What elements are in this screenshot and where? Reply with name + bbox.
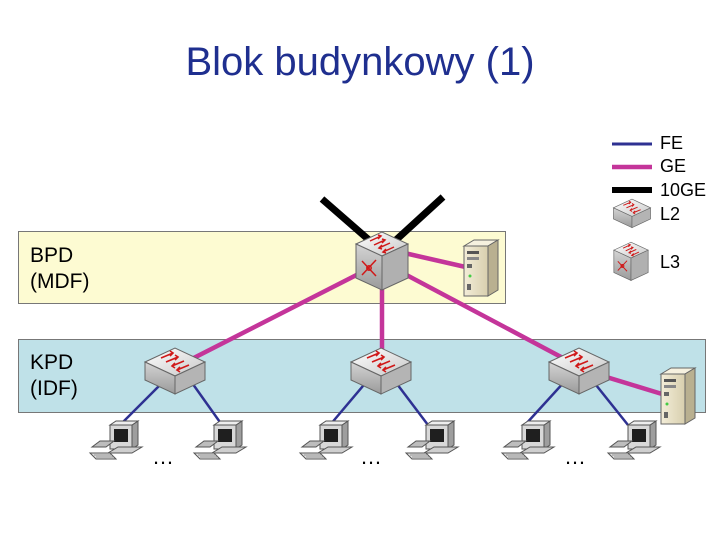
legend <box>612 142 652 281</box>
idf-server-icon <box>660 367 696 425</box>
fe-link-2a <box>329 379 369 426</box>
fe-link-2b <box>393 379 429 426</box>
fe-link-1a <box>119 379 166 426</box>
ellipsis-group-2: … <box>360 444 383 469</box>
ellipsis-group-3: … <box>564 444 587 469</box>
tengig-links <box>319 194 446 243</box>
fe-link-1b <box>188 379 224 426</box>
workstation-5-icon <box>501 420 555 460</box>
gige-link-core-idf3 <box>380 260 580 368</box>
page-title: Blok budynkowy (1) <box>185 40 535 84</box>
idf-label-line2: (IDF) <box>30 377 78 400</box>
workstation-6-icon <box>607 420 661 460</box>
legend-l2-label: L2 <box>660 204 681 224</box>
workstation-3-icon <box>299 420 353 460</box>
fe-link-3b <box>591 379 629 426</box>
mdf-server-icon <box>463 239 499 297</box>
idf-label: KPD (IDF) <box>30 350 78 402</box>
workstation-2-icon <box>193 420 247 460</box>
core-l3-switch-icon <box>355 231 409 291</box>
legend-l2-switch-icon <box>612 198 652 229</box>
tengig-link-left <box>319 196 372 243</box>
ellipsis-group-1: … <box>152 444 175 469</box>
mdf-label: BPD (MDF) <box>30 243 89 295</box>
gige-link-core-idf1 <box>176 259 384 369</box>
legend-l3-label: L3 <box>660 252 681 272</box>
legend-l3-switch-icon <box>613 241 649 281</box>
workstation-1-icon <box>89 420 143 460</box>
idf-switch-2-icon <box>350 347 412 395</box>
mdf-label-line2: (MDF) <box>30 270 90 293</box>
mdf-band <box>18 231 506 304</box>
workstation-4-icon <box>405 420 459 460</box>
idf-label-line1: KPD <box>30 351 74 374</box>
mdf-label-line1: BPD <box>30 244 74 267</box>
fe-links <box>119 379 629 426</box>
legend-fe-label: FE <box>660 133 684 153</box>
fe-link-3a <box>524 379 567 426</box>
tengig-link-right <box>393 194 446 243</box>
gige-link-core-server <box>399 249 471 271</box>
legend-ge-label: GE <box>660 156 687 176</box>
legend-10ge-label: 10GE <box>660 180 707 200</box>
